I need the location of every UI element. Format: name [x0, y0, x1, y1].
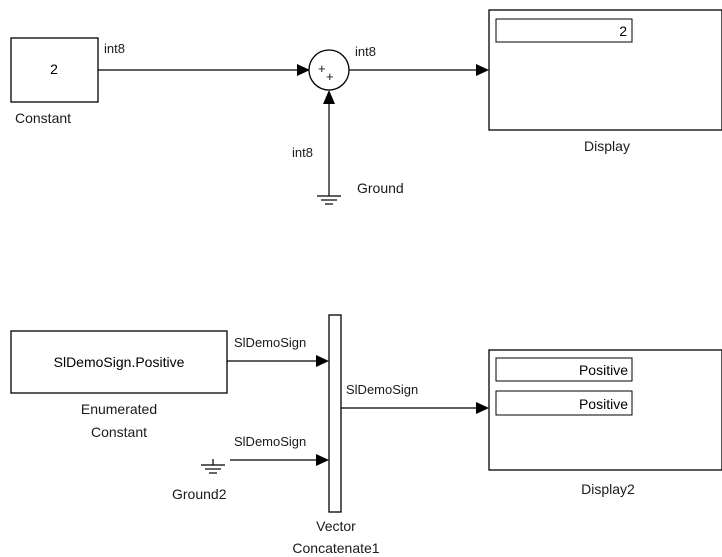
arrowhead-constant-to-sum [297, 64, 310, 76]
display-block[interactable]: 2 [488, 9, 722, 131]
enumerated-constant-value: SlDemoSign.Positive [54, 354, 185, 370]
display2-label: Display2 [581, 481, 635, 497]
display-label: Display [584, 138, 630, 154]
sum-sign-2: + [326, 69, 334, 84]
enumerated-constant-label-line1: Enumerated [81, 401, 157, 417]
signal-label-concat-out: SlDemoSign [346, 382, 418, 397]
signal-label-enum-out: SlDemoSign [234, 335, 306, 350]
ground-label: Ground [357, 180, 404, 196]
display2-value-1: Positive [579, 362, 628, 378]
sum-block[interactable]: + + [308, 49, 350, 91]
display-value: 2 [619, 23, 627, 39]
display2-value-field-2 [495, 390, 633, 416]
display2-value-field-1 [495, 357, 633, 382]
signal-label-sum-out: int8 [355, 44, 376, 59]
display2-block[interactable]: Positive Positive [488, 349, 722, 471]
constant-value: 2 [50, 61, 58, 77]
constant-label: Constant [15, 110, 71, 126]
arrowhead-ground-to-sum [323, 90, 335, 104]
signal-label-ground2-out: SlDemoSign [234, 434, 306, 449]
ground2-icon[interactable] [201, 459, 225, 474]
signal-label-ground-out: int8 [292, 145, 313, 160]
enumerated-constant-label-line2: Constant [91, 424, 147, 440]
enumerated-constant-block[interactable]: SlDemoSign.Positive [10, 330, 228, 394]
signal-label-constant-out: int8 [104, 41, 125, 56]
arrowhead-ground2-to-concat [316, 454, 329, 466]
display-value-field [495, 18, 633, 43]
ground2-label: Ground2 [172, 486, 227, 502]
arrowhead-concat-to-display2 [476, 402, 489, 414]
display2-value-2: Positive [579, 396, 628, 412]
vector-concatenate-label-line2: Concatenate1 [292, 540, 379, 556]
vector-concatenate-label-line1: Vector [316, 518, 356, 534]
arrowhead-enum-to-concat [316, 355, 329, 367]
sum-sign-1: + [318, 61, 326, 76]
arrowhead-sum-to-display [476, 64, 489, 76]
constant-block[interactable]: 2 [10, 37, 99, 103]
vector-concatenate-block[interactable] [328, 314, 342, 513]
ground-icon[interactable] [317, 195, 341, 205]
